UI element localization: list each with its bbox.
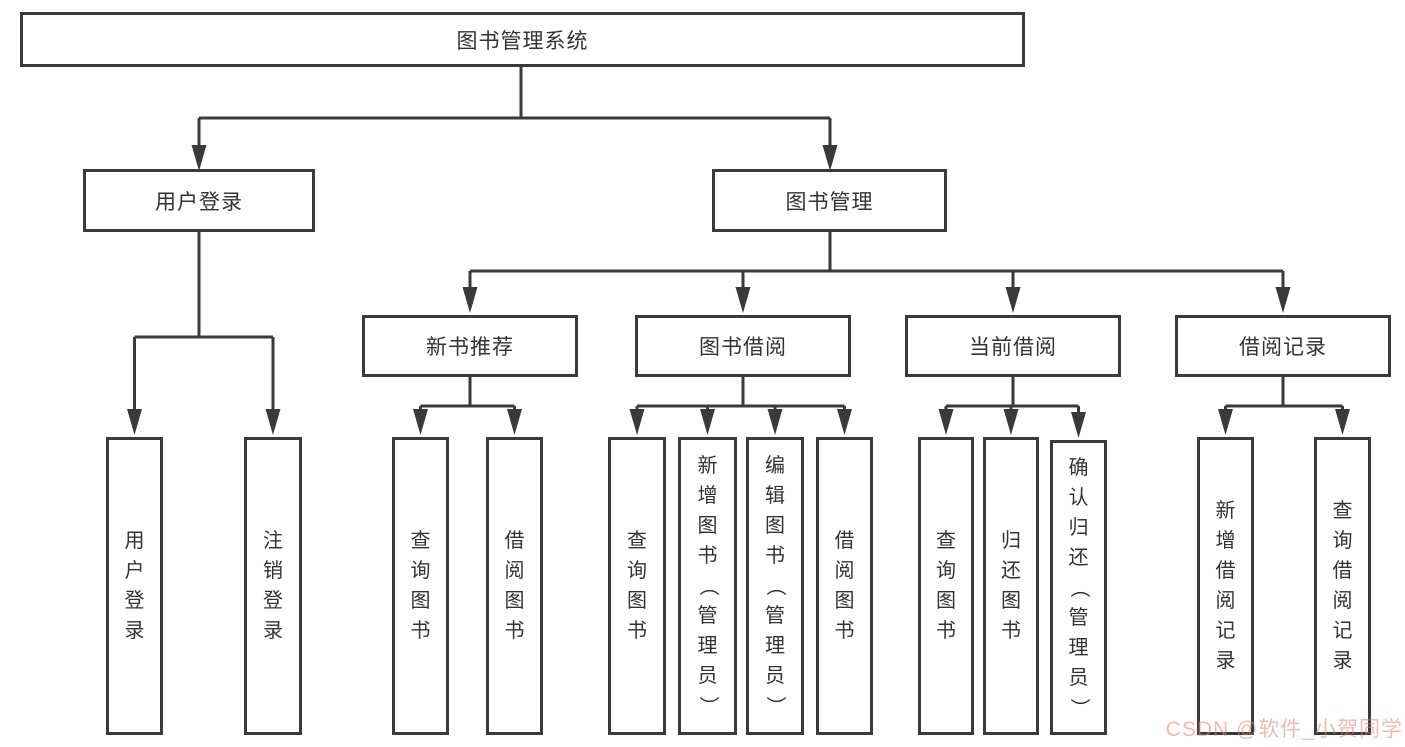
node-label: 查询图书	[627, 530, 647, 642]
leaf-records-add-record: 新增借阅记录	[1197, 437, 1254, 735]
leaf-borrow-add-books-admin: 新增图书（管理员）	[678, 437, 737, 735]
node-current-borrowing: 当前借阅	[905, 315, 1121, 377]
node-book-management: 图书管理	[712, 169, 947, 232]
node-new-book-recommend: 新书推荐	[362, 315, 578, 377]
node-label: 查询图书	[410, 530, 431, 642]
node-root: 图书管理系统	[20, 12, 1025, 67]
node-label: 用户登录	[124, 530, 145, 642]
leaf-recommend-query-books: 查询图书	[392, 437, 449, 735]
leaf-borrow-borrow-books: 借阅图书	[816, 437, 873, 735]
csdn-watermark: CSDN @软件_小贺同学	[1165, 718, 1403, 741]
node-label: 查询借阅记录	[1332, 500, 1353, 672]
leaf-user-login: 用户登录	[106, 437, 163, 735]
node-label: 图书借阅	[699, 336, 787, 359]
node-label: 归还图书	[1001, 530, 1021, 642]
node-user-login: 用户登录	[83, 169, 315, 232]
node-label: 新增图书（管理员）	[696, 455, 719, 716]
node-label: 查询图书	[936, 530, 956, 642]
node-label: 借阅记录	[1239, 336, 1327, 359]
leaf-current-query-books: 查询图书	[918, 437, 974, 735]
node-label: 借阅图书	[504, 530, 525, 642]
node-label: 新增借阅记录	[1215, 500, 1236, 672]
leaf-current-confirm-return-admin: 确认归还（管理员）	[1050, 440, 1107, 735]
node-label: 新书推荐	[426, 336, 514, 359]
leaf-borrow-edit-books-admin: 编辑图书（管理员）	[746, 437, 804, 735]
leaf-logout-login: 注销登录	[244, 437, 302, 735]
node-label: 用户登录	[155, 190, 243, 214]
node-borrowing-records: 借阅记录	[1175, 315, 1391, 377]
node-label: 图书管理	[785, 190, 874, 214]
node-label: 图书管理系统	[456, 29, 589, 53]
leaf-records-query-record: 查询借阅记录	[1314, 437, 1371, 735]
arrowheads	[127, 145, 1350, 438]
leaf-borrow-query-books: 查询图书	[608, 437, 666, 735]
leaf-current-return-books: 归还图书	[983, 437, 1039, 735]
node-label: 确认归还（管理员）	[1067, 456, 1090, 718]
node-book-borrowing: 图书借阅	[635, 315, 851, 377]
node-label: 借阅图书	[834, 530, 855, 642]
node-label: 编辑图书（管理员）	[764, 455, 786, 716]
node-label: 当前借阅	[969, 336, 1057, 359]
node-label: 注销登录	[263, 530, 283, 642]
leaf-recommend-borrow-books: 借阅图书	[486, 437, 543, 735]
